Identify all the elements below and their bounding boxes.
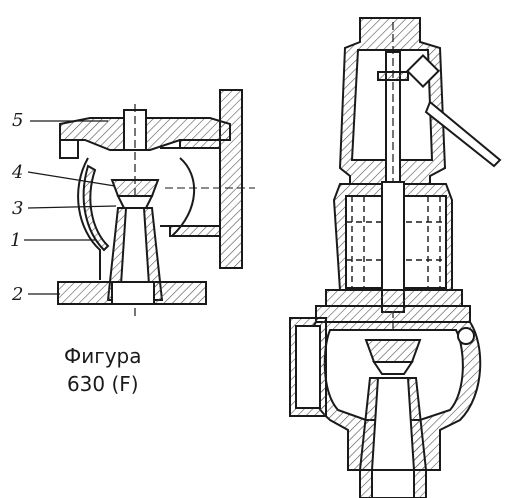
lever-nut (406, 54, 440, 88)
caption-line-1: Фигура (64, 344, 142, 368)
outlet-flange (219, 89, 243, 269)
leader-3 (27, 205, 117, 209)
outlet-pipe (160, 147, 220, 227)
drain-plug (457, 327, 475, 345)
label-1: 1 (10, 230, 22, 251)
label-2: 2 (12, 284, 24, 305)
right-valve-section (289, 17, 502, 498)
label-3: 3 (12, 198, 24, 219)
left-valve-section (24, 89, 255, 320)
figure-caption: Фигура 630 (F) (64, 342, 142, 398)
disc (110, 179, 160, 197)
lifting-lever (424, 100, 502, 168)
label-4: 4 (12, 162, 24, 183)
leader-4 (27, 171, 116, 187)
disc-right (364, 339, 422, 363)
label-5: 5 (12, 110, 24, 131)
caption-line-2: 630 (F) (66, 372, 139, 396)
valve-body (77, 157, 195, 280)
